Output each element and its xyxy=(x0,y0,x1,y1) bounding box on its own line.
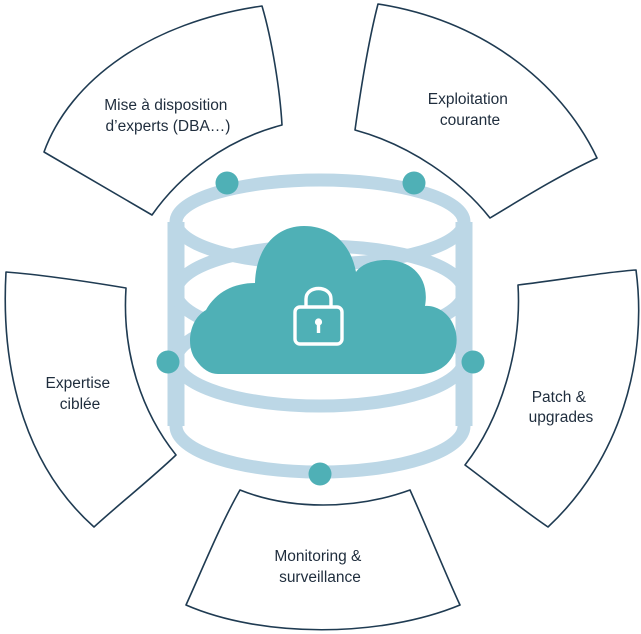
segment-monitoring-label: Monitoring & surveillance xyxy=(274,548,365,586)
segment-monitoring: Monitoring & surveillance xyxy=(185,489,461,631)
segment-experts-line-2: d’experts (DBA…) xyxy=(106,118,231,135)
segment-expertise: Expertise ciblée xyxy=(4,271,177,528)
segment-patch-shape xyxy=(464,269,640,528)
cloud-icon xyxy=(190,226,457,374)
connector-dot-top-right xyxy=(402,171,426,195)
segment-monitoring-shape xyxy=(185,489,461,631)
segment-patch-line-1: Patch & xyxy=(532,389,587,406)
lock-body xyxy=(293,305,344,346)
segment-exploitation-line-1: Exploitation xyxy=(428,91,508,108)
segment-expertise-line-1: Expertise xyxy=(46,375,111,392)
segment-experts-line-1: Mise à disposition xyxy=(104,97,227,114)
segment-exploitation-shape xyxy=(354,3,598,219)
segment-exploitation-label: Exploitation courante xyxy=(428,91,512,129)
segment-patch: Patch & upgrades xyxy=(464,269,640,528)
lock-icon xyxy=(293,286,344,346)
segment-experts-shape xyxy=(43,5,283,216)
connector-dot-top-left xyxy=(215,171,239,195)
segment-expertise-shape xyxy=(4,271,177,528)
segment-experts-label: Mise à disposition d’experts (DBA…) xyxy=(104,97,232,135)
segment-expertise-line-2: ciblée xyxy=(60,396,101,413)
connector-dot-right xyxy=(461,350,485,374)
segment-monitoring-line-2: surveillance xyxy=(279,569,361,586)
lock-keyhole-slot xyxy=(316,323,321,333)
segment-patch-label: Patch & upgrades xyxy=(529,389,594,426)
segment-experts: Mise à disposition d’experts (DBA…) xyxy=(43,5,283,216)
segment-patch-line-2: upgrades xyxy=(529,409,594,426)
cloud-shape xyxy=(190,226,457,374)
lock-shackle xyxy=(304,286,333,307)
segment-expertise-label: Expertise ciblée xyxy=(46,375,115,413)
segment-exploitation-line-2: courante xyxy=(440,112,500,129)
lock-keyhole xyxy=(314,318,323,326)
segment-monitoring-line-1: Monitoring & xyxy=(274,548,362,565)
segment-exploitation: Exploitation courante xyxy=(354,3,598,219)
connector-dot-bottom xyxy=(308,462,332,486)
connector-dot-left xyxy=(156,350,180,374)
